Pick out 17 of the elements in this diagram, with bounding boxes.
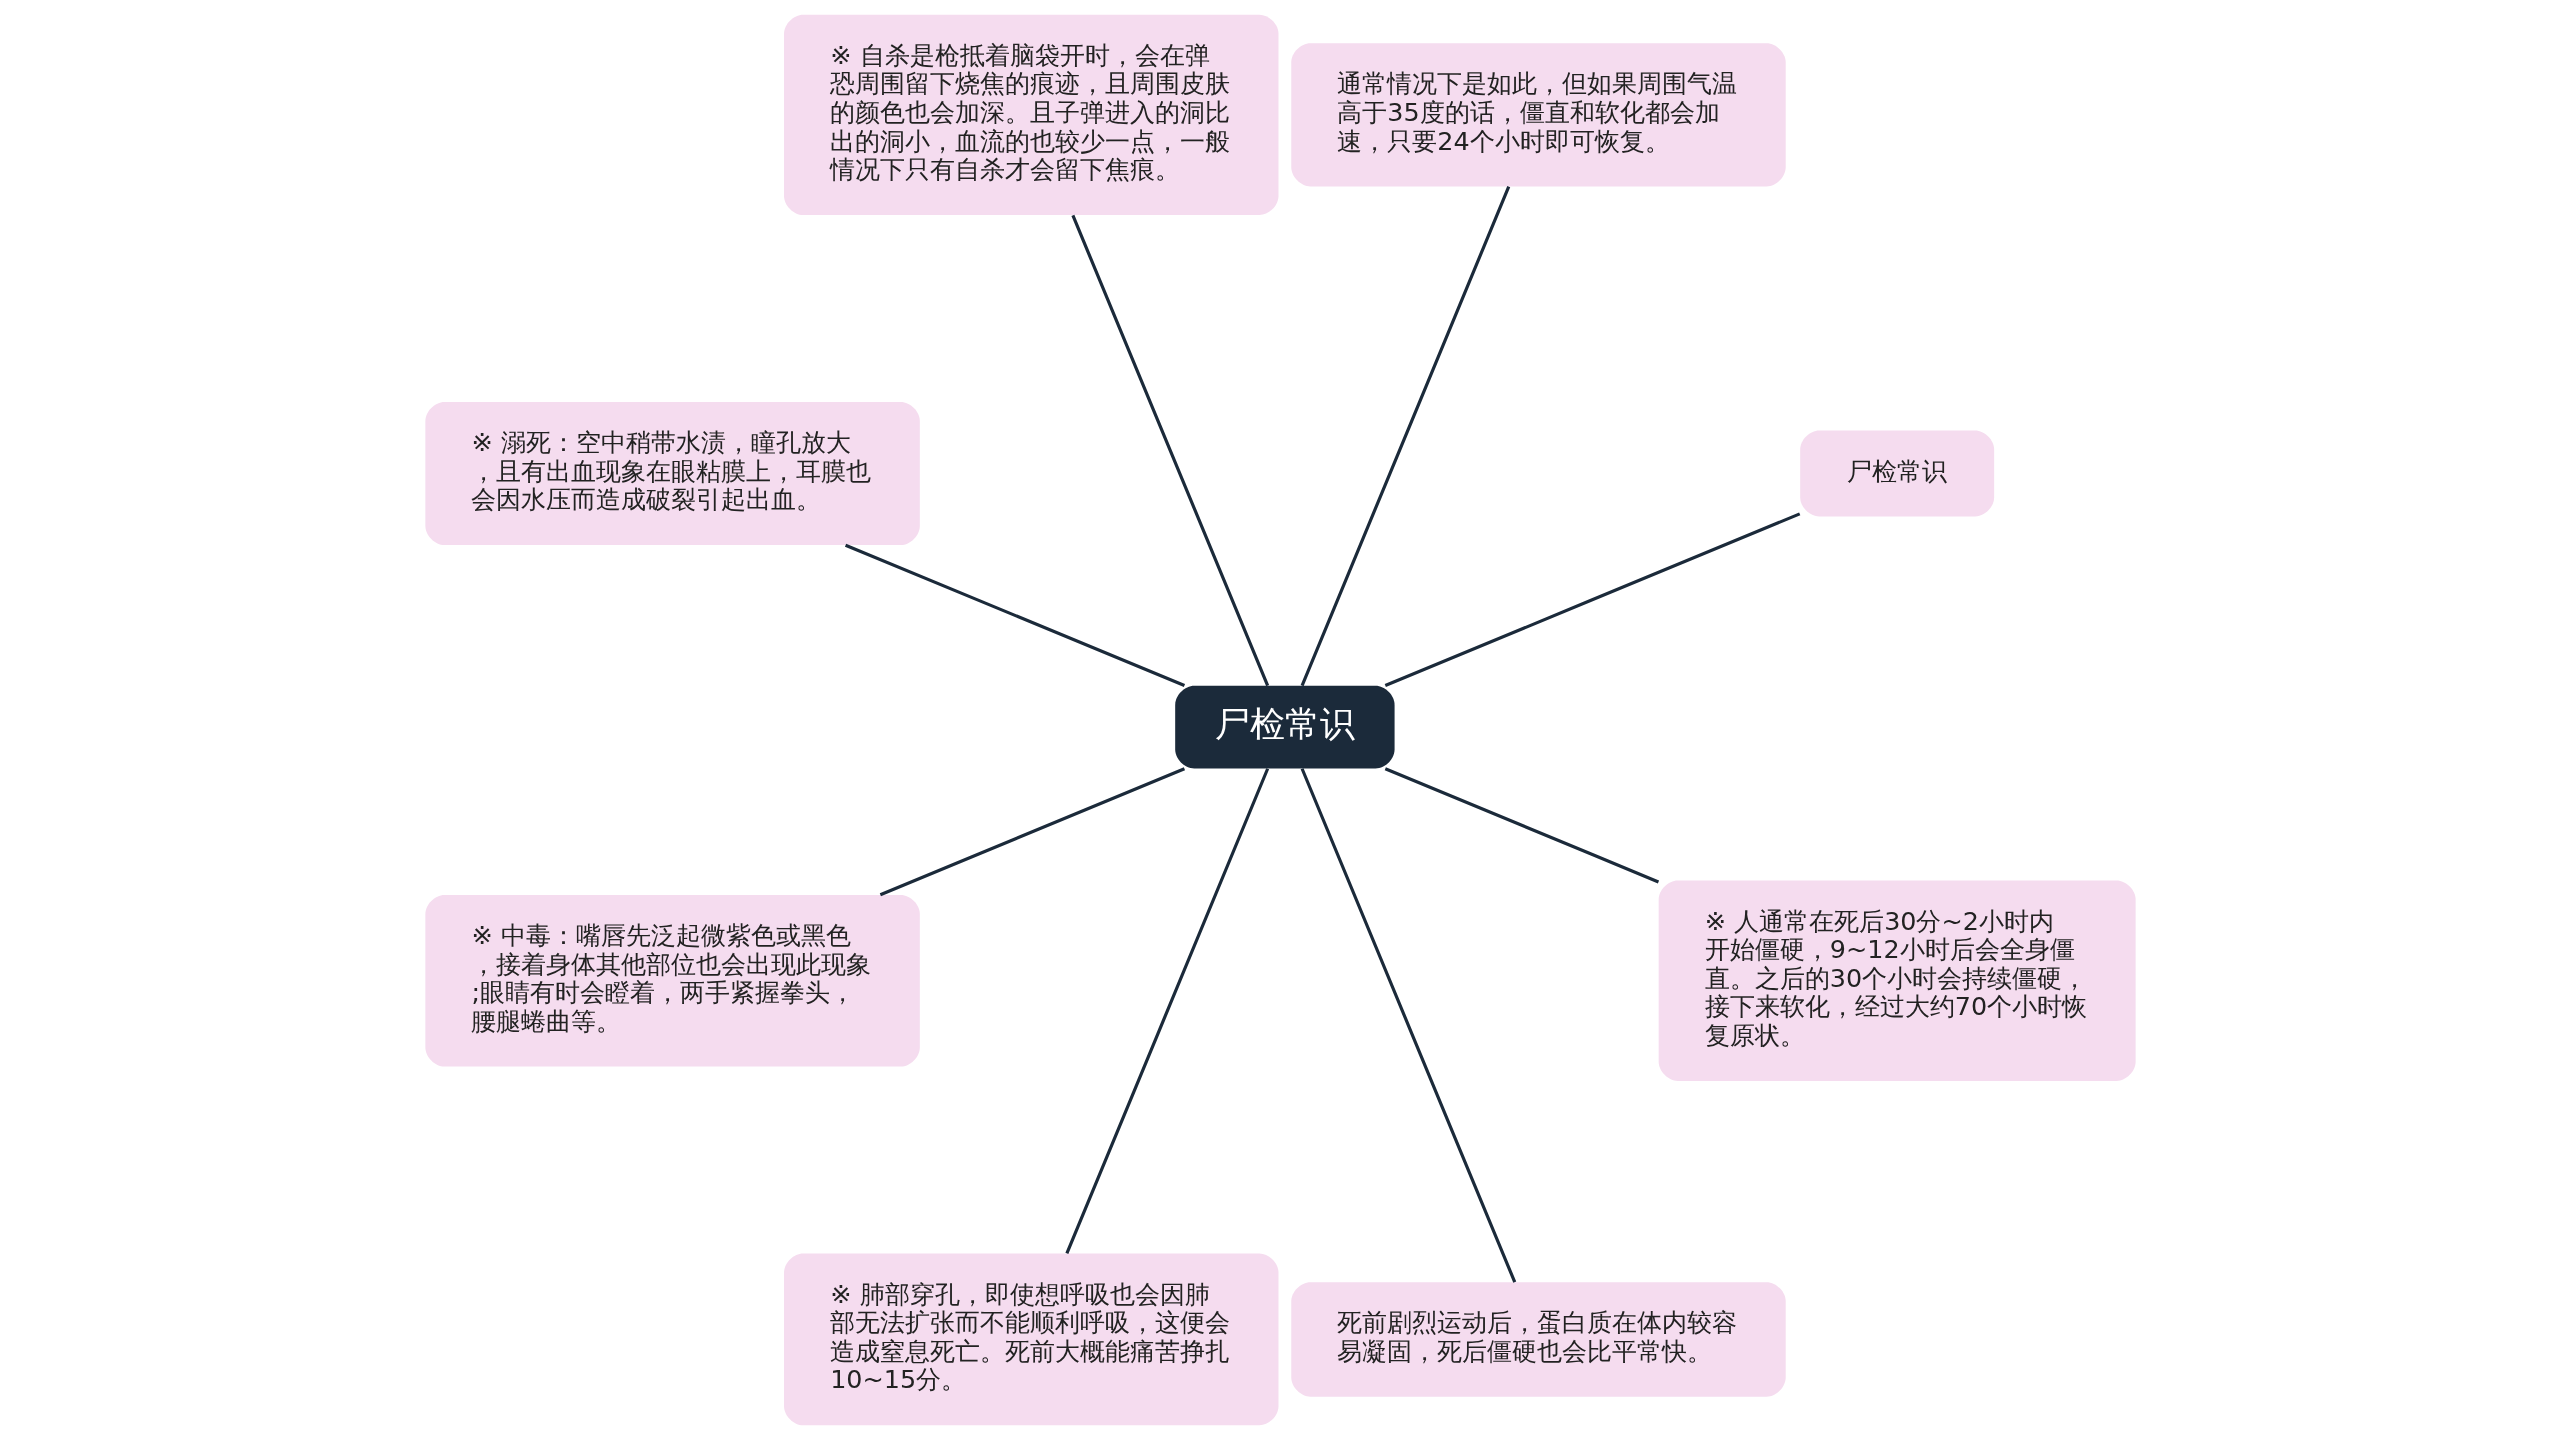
connector: [1384, 767, 1659, 884]
node-box: ※ 溺死：空中稍带水渍，瞳孔放大，且有出血现象在眼粘膜上，耳膜也会因水压而造成破裂引起出血。: [424, 402, 920, 546]
connector: [1300, 768, 1516, 1283]
node-box: ※ 肺部穿孔，即使想呼吸也会因肺部无法扩张而不能顺利呼吸，这便会造成窒息死亡。死前大概能痛苦挣扎10~15分。: [783, 1253, 1278, 1426]
connector: [1300, 186, 1510, 687]
connector: [1064, 768, 1269, 1255]
connector: [879, 767, 1185, 897]
node-box: ※ 人通常在死后30分~2小时内开始僵硬，9~12小时后会全身僵直。之后的30个小时会持续僵硬，接下来软化，经过大约70个小时恢复原状。: [1658, 880, 2136, 1081]
node-box: ※ 中毒：嘴唇先泛起微紫色或黑色，接着身体其他部位也会出现此现象;眼睛有时会瞪着，两手紧握拳头，腰腿蜷曲等。: [424, 894, 920, 1067]
node-box: 死前剧烈运动后，蛋白质在体内较容易凝固，死后僵硬也会比平常快。: [1290, 1282, 1786, 1397]
node-box: 通常情况下是如此，但如果周围气温高于35度的话，僵直和软化都会加速，只要24个小时即可恢复。: [1290, 43, 1786, 187]
node-box: 尸检常识: [1799, 430, 1994, 517]
connector: [844, 543, 1185, 688]
node-box: ※ 自杀是枪抵着脑袋开时，会在弹恐周围留下烧焦的痕迹，且周围皮肤的颜色也会加深。且子弹进入的洞比出的洞小，血流的也较少一点，一般情况下只有自杀才会留下焦痕。: [783, 14, 1278, 216]
connector: [1384, 512, 1800, 687]
node-box: 尸检常识: [1174, 685, 1395, 769]
connector: [1070, 214, 1269, 687]
